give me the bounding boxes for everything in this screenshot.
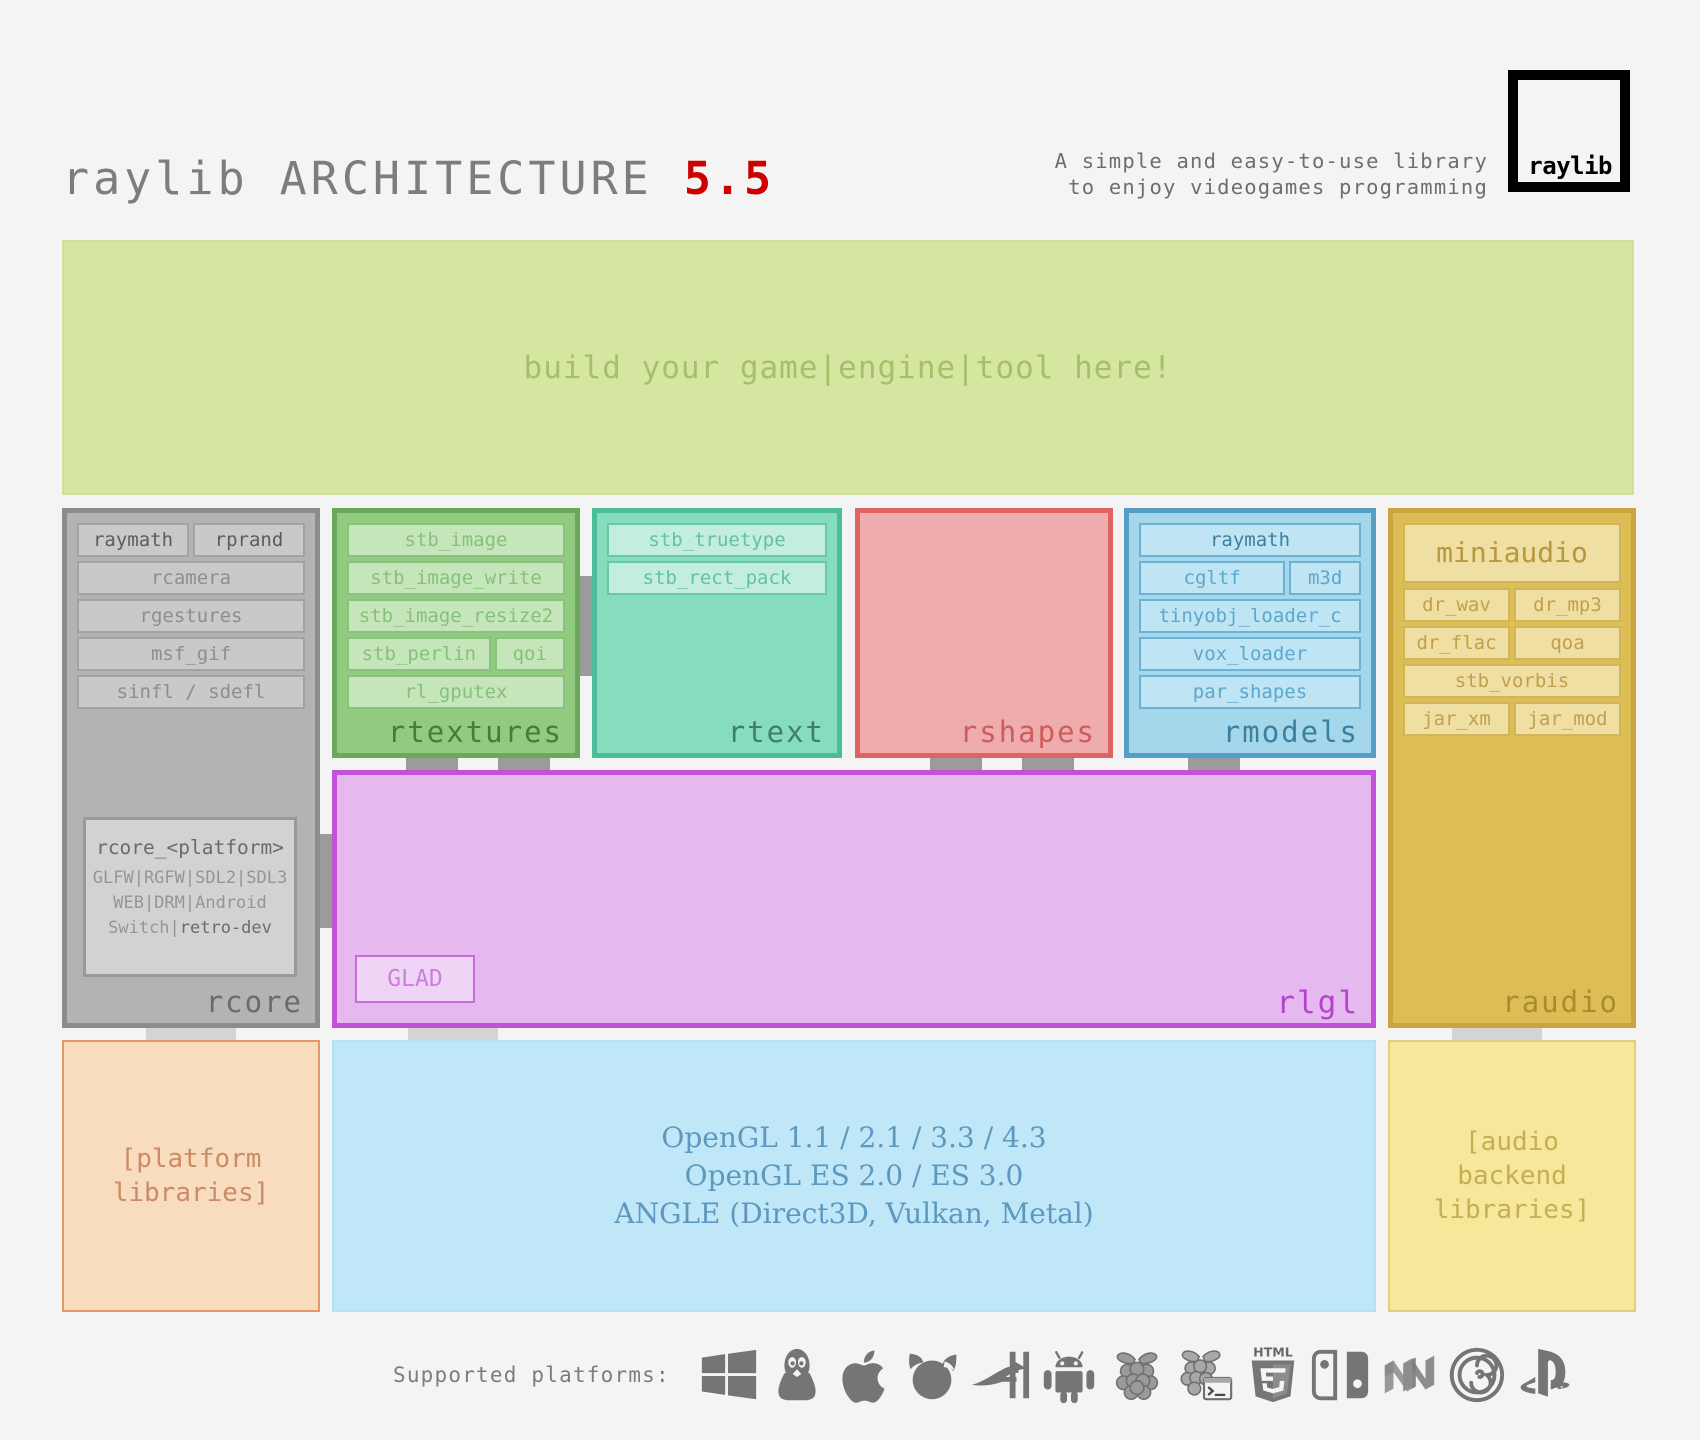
nintendo-switch-icon bbox=[1311, 1349, 1368, 1401]
chip-stb-image[interactable]: stb_image bbox=[347, 523, 565, 557]
dreamcast-icon bbox=[1449, 1347, 1504, 1403]
chip-msf-gif[interactable]: msf_gif bbox=[77, 637, 305, 671]
page-title-main: raylib ARCHITECTURE bbox=[62, 152, 684, 205]
module-title-raudio: raudio bbox=[1502, 985, 1619, 1019]
module-raudio[interactable]: miniaudio dr_wav dr_mp3 dr_flac qoa stb_… bbox=[1388, 508, 1636, 1028]
nintendo-64-icon bbox=[1384, 1355, 1435, 1394]
platform-icons: HTML bbox=[698, 1344, 1576, 1406]
opengl-backends-box: OpenGL 1.1 / 2.1 / 3.3 / 4.3 OpenGL ES 2… bbox=[332, 1040, 1376, 1312]
chip-qoi[interactable]: qoi bbox=[494, 637, 565, 671]
audio-backend-libraries-box: [audio backend libraries] bbox=[1388, 1040, 1636, 1312]
module-rtext[interactable]: stb_truetype stb_rect_pack rtext bbox=[592, 508, 842, 758]
rcore-platform-line-1: GLFW|RGFW|SDL2|SDL3 bbox=[92, 868, 288, 888]
chip-qoa[interactable]: qoa bbox=[1514, 626, 1621, 660]
header: raylib ARCHITECTURE 5.5 A simple and eas… bbox=[0, 0, 1700, 230]
apple-icon bbox=[842, 1350, 885, 1403]
module-title-rcore: rcore bbox=[205, 985, 303, 1019]
chip-stb-rect-pack[interactable]: stb_rect_pack bbox=[607, 561, 827, 595]
playstation-icon bbox=[1520, 1348, 1570, 1397]
chip-dr-flac[interactable]: dr_flac bbox=[1403, 626, 1510, 660]
netbsd-icon bbox=[971, 1351, 1029, 1399]
rcore-platform-retrodev: retro-dev bbox=[179, 918, 272, 938]
page-title: raylib ARCHITECTURE 5.5 bbox=[62, 152, 774, 205]
raylib-logo: raylib bbox=[1508, 70, 1630, 192]
chip-m3d[interactable]: m3d bbox=[1289, 561, 1361, 595]
chip-sinfl-sdefl[interactable]: sinfl / sdefl bbox=[77, 675, 305, 709]
module-rmodels[interactable]: raymath cgltf m3d tinyobj_loader_c vox_l… bbox=[1124, 508, 1376, 758]
tagline: A simple and easy-to-use library to enjo… bbox=[1054, 149, 1488, 199]
raspberrypi-drm-icon bbox=[1180, 1350, 1233, 1401]
chip-stb-image-write[interactable]: stb_image_write bbox=[347, 561, 565, 595]
chip-dr-mp3[interactable]: dr_mp3 bbox=[1514, 588, 1621, 622]
raylib-logo-text: raylib bbox=[1528, 152, 1612, 180]
page-title-version: 5.5 bbox=[683, 152, 775, 205]
module-rlgl[interactable]: GLAD rlgl bbox=[332, 770, 1376, 1028]
chip-glad[interactable]: GLAD bbox=[355, 955, 475, 1003]
html5-icon: HTML bbox=[1251, 1345, 1295, 1403]
chip-vox-loader[interactable]: vox_loader bbox=[1139, 637, 1361, 671]
module-title-rmodels: rmodels bbox=[1222, 715, 1359, 749]
rcore-chip-row: raymath rprand bbox=[77, 523, 305, 557]
chip-miniaudio[interactable]: miniaudio bbox=[1403, 523, 1621, 583]
chip-raymath-models[interactable]: raymath bbox=[1139, 523, 1361, 557]
windows-icon bbox=[701, 1349, 756, 1400]
rmodels-chip-row: cgltf m3d bbox=[1139, 561, 1361, 595]
rcore-platform-title: rcore_<platform> bbox=[96, 836, 284, 859]
raudio-chip-row-3: jar_xm jar_mod bbox=[1403, 702, 1621, 736]
rcore-platform-switch: Switch| bbox=[108, 918, 180, 938]
chip-stb-truetype[interactable]: stb_truetype bbox=[607, 523, 827, 557]
raudio-chip-row-1: dr_wav dr_mp3 bbox=[1403, 588, 1621, 622]
platform-libraries-box: [platform libraries] bbox=[62, 1040, 320, 1312]
chip-rprand[interactable]: rprand bbox=[193, 523, 305, 557]
chip-stb-vorbis[interactable]: stb_vorbis bbox=[1403, 664, 1621, 698]
freebsd-icon bbox=[908, 1353, 957, 1400]
chip-tinyobj-loader-c[interactable]: tinyobj_loader_c bbox=[1139, 599, 1361, 633]
rcore-platform-line-3: Switch|retro-dev bbox=[86, 916, 294, 941]
module-title-rtext: rtext bbox=[727, 715, 825, 749]
user-code-banner: build your game|engine|tool here! bbox=[62, 240, 1634, 495]
chip-stb-image-resize2[interactable]: stb_image_resize2 bbox=[347, 599, 565, 633]
module-rtextures[interactable]: stb_image stb_image_write stb_image_resi… bbox=[332, 508, 580, 758]
chip-par-shapes[interactable]: par_shapes bbox=[1139, 675, 1361, 709]
chip-rgestures[interactable]: rgestures bbox=[77, 599, 305, 633]
supported-platforms: Supported platforms: bbox=[0, 1330, 1700, 1420]
module-title-rshapes: rshapes bbox=[959, 715, 1096, 749]
chip-raymath[interactable]: raymath bbox=[77, 523, 189, 557]
module-rshapes[interactable]: rshapes bbox=[855, 508, 1113, 758]
chip-jar-mod[interactable]: jar_mod bbox=[1514, 702, 1621, 736]
android-icon bbox=[1043, 1350, 1095, 1404]
chip-jar-xm[interactable]: jar_xm bbox=[1403, 702, 1510, 736]
svg-text:HTML: HTML bbox=[1253, 1345, 1293, 1360]
chip-dr-wav[interactable]: dr_wav bbox=[1403, 588, 1510, 622]
linux-icon bbox=[778, 1348, 816, 1401]
supported-platforms-label: Supported platforms: bbox=[393, 1363, 670, 1387]
raspberrypi-icon bbox=[1115, 1352, 1158, 1400]
module-title-rlgl: rlgl bbox=[1276, 985, 1359, 1021]
chip-cgltf[interactable]: cgltf bbox=[1139, 561, 1286, 595]
rcore-platform-box[interactable]: rcore_<platform> GLFW|RGFW|SDL2|SDL3 WEB… bbox=[83, 817, 297, 977]
rcore-platform-line-2: WEB|DRM|Android bbox=[113, 893, 267, 913]
module-rcore[interactable]: raymath rprand rcamera rgestures msf_gif… bbox=[62, 508, 320, 1028]
rtextures-chip-row: stb_perlin qoi bbox=[347, 637, 565, 671]
user-code-banner-label: build your game|engine|tool here! bbox=[523, 349, 1173, 386]
module-title-rtextures: rtextures bbox=[387, 715, 563, 749]
raudio-chip-row-2: dr_flac qoa bbox=[1403, 626, 1621, 660]
chip-rl-gputex[interactable]: rl_gputex bbox=[347, 675, 565, 709]
chip-rcamera[interactable]: rcamera bbox=[77, 561, 305, 595]
chip-stb-perlin[interactable]: stb_perlin bbox=[347, 637, 491, 671]
